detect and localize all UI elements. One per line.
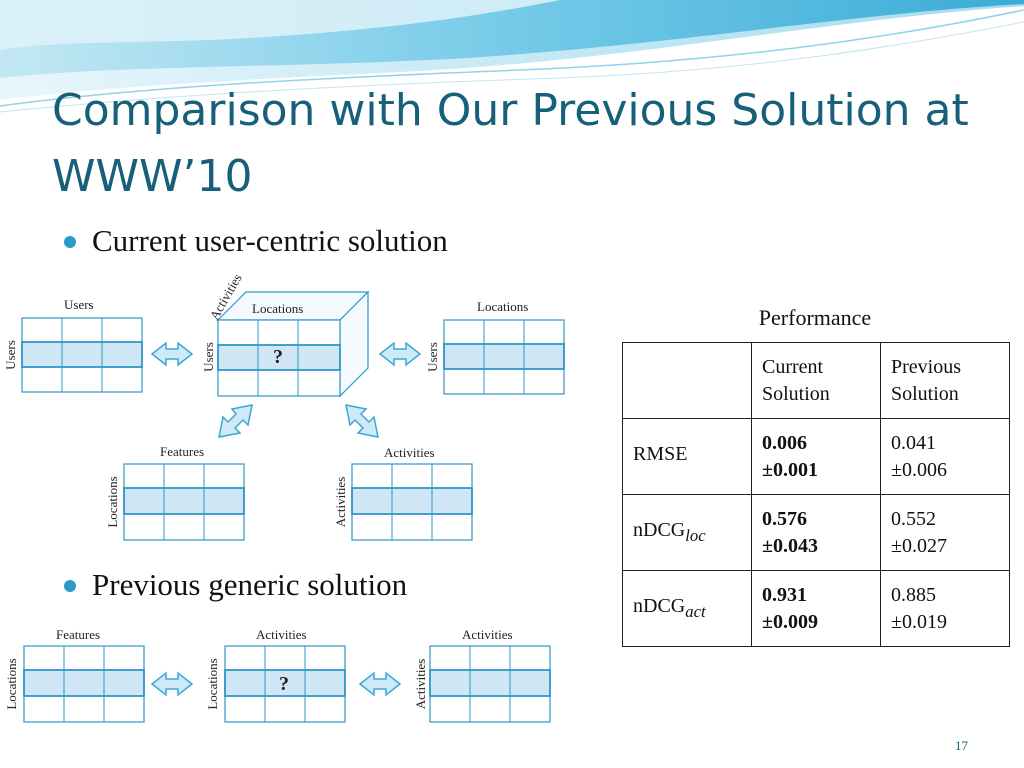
performance-table: Current Solution Previous Solution RMSE … bbox=[622, 342, 1010, 647]
users-locations-activities-tensor bbox=[216, 290, 370, 398]
diagonal-arrow-icon bbox=[218, 404, 253, 438]
header-cell-previous: Previous Solution bbox=[880, 342, 1010, 419]
prev-target-top-label: Activities bbox=[256, 627, 307, 642]
page-number: 17 bbox=[955, 738, 968, 753]
activities-activities-matrix bbox=[351, 463, 473, 541]
prev-activities-side-label: Activities bbox=[413, 658, 428, 710]
metric-name: RMSE bbox=[633, 442, 688, 465]
metric-subscript: loc bbox=[685, 525, 706, 545]
current-std: ±0.009 bbox=[762, 610, 818, 633]
tensor-missing-value: ? bbox=[273, 346, 283, 368]
bullet-previous-solution: Previous generic solution bbox=[92, 567, 408, 602]
previous-mean: 0.885 bbox=[891, 583, 936, 606]
previous-value-cell: 0.885 ±0.019 bbox=[880, 570, 1010, 647]
current-mean: 0.006 bbox=[762, 431, 807, 454]
current-mean: 0.931 bbox=[762, 583, 807, 606]
current-mean: 0.576 bbox=[762, 507, 807, 530]
locations-activities-matrix bbox=[224, 645, 346, 723]
metric-cell: nDCGact bbox=[622, 570, 752, 647]
table-row-ndcg-act: nDCGact 0.931 ±0.009 0.885 ±0.019 bbox=[622, 570, 1010, 647]
prev-features-side-label: Locations bbox=[4, 658, 19, 710]
current-value-cell: 0.931 ±0.009 bbox=[751, 570, 881, 647]
previous-value-cell: 0.552 ±0.027 bbox=[880, 494, 1010, 571]
activities-matrix-top-label: Activities bbox=[384, 445, 435, 460]
previous-mean: 0.552 bbox=[891, 507, 936, 530]
previous-std: ±0.006 bbox=[891, 458, 947, 481]
previous-value-cell: 0.041 ±0.006 bbox=[880, 418, 1010, 495]
current-std: ±0.043 bbox=[762, 534, 818, 557]
metric-cell: nDCGloc bbox=[622, 494, 752, 571]
metric-subscript: act bbox=[685, 601, 706, 621]
double-arrow-icon bbox=[378, 341, 422, 367]
performance-caption: Performance bbox=[758, 305, 872, 330]
users-matrix-top-label: Users bbox=[64, 297, 94, 312]
prev-missing-value: ? bbox=[279, 673, 289, 695]
table-row-ndcg-loc: nDCGloc 0.576 ±0.043 0.552 ±0.027 bbox=[622, 494, 1010, 571]
double-arrow-icon bbox=[358, 671, 402, 697]
features-matrix-top-label: Features bbox=[160, 444, 205, 459]
header-cell-current: Current Solution bbox=[751, 342, 881, 419]
prev-activities-top-label: Activities bbox=[462, 627, 513, 642]
table-row-rmse: RMSE 0.006 ±0.001 0.041 ±0.006 bbox=[622, 418, 1010, 495]
double-arrow-icon bbox=[150, 671, 194, 697]
current-std: ±0.001 bbox=[762, 458, 818, 481]
diagonal-arrow-icon bbox=[345, 404, 379, 438]
metric-name: nDCG bbox=[633, 518, 686, 541]
locations-matrix-top-label: Locations bbox=[477, 299, 529, 314]
tensor-top-label: Locations bbox=[252, 301, 304, 316]
bullet-dot bbox=[64, 580, 76, 592]
current-value-cell: 0.576 ±0.043 bbox=[751, 494, 881, 571]
previous-std: ±0.027 bbox=[891, 534, 947, 557]
prev-target-side-label: Locations bbox=[205, 658, 220, 710]
bullet-dot bbox=[64, 236, 76, 248]
previous-std: ±0.019 bbox=[891, 610, 947, 633]
table-header-row: Current Solution Previous Solution bbox=[622, 342, 1010, 419]
double-arrow-icon bbox=[150, 341, 194, 367]
users-users-matrix bbox=[21, 317, 143, 393]
locations-features-matrix bbox=[23, 645, 145, 723]
locations-features-matrix bbox=[123, 463, 245, 541]
previous-mean: 0.041 bbox=[891, 431, 936, 454]
prev-features-top-label: Features bbox=[56, 627, 101, 642]
header-cell-empty bbox=[622, 342, 752, 419]
metric-name: nDCG bbox=[633, 594, 686, 617]
header-wave-decoration bbox=[0, 0, 1024, 113]
current-value-cell: 0.006 ±0.001 bbox=[751, 418, 881, 495]
bullet-current-solution: Current user-centric solution bbox=[92, 223, 448, 258]
activities-activities-matrix bbox=[429, 645, 551, 723]
users-locations-matrix bbox=[443, 319, 565, 395]
metric-cell: RMSE bbox=[622, 418, 752, 495]
slide-title: Comparison with Our Previous Solution at… bbox=[52, 85, 969, 202]
